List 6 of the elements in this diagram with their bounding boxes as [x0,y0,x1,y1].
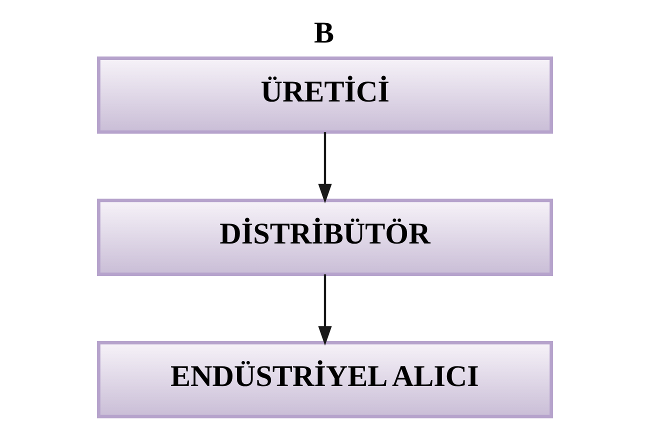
arrow [318,274,332,346]
node-box: ÜRETİCİ [96,56,553,134]
node-box: DİSTRİBÜTÖR [96,198,553,276]
diagram-title: B [314,15,334,50]
node-box: ENDÜSTRİYEL ALICI [96,340,553,418]
arrow [318,132,332,203]
